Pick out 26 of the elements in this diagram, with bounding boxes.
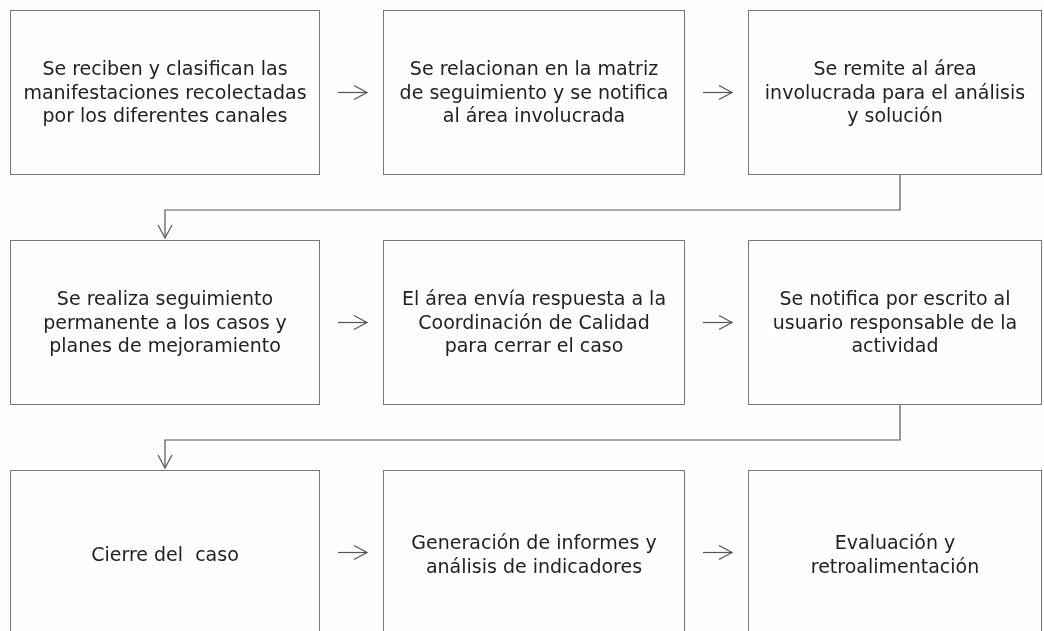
arrow <box>157 404 901 469</box>
step-text: Cierre del caso <box>91 543 239 567</box>
process-box <box>10 470 320 631</box>
step-text: Generación de informes y análisis de indicadores <box>410 531 658 579</box>
arrow <box>702 314 733 331</box>
process-box <box>10 240 320 405</box>
process-box <box>748 470 1042 631</box>
process-box <box>10 10 320 175</box>
arrow <box>337 314 368 331</box>
step-text: Se relacionan en la matriz de seguimiento y se notifica al área involucrada <box>398 56 670 129</box>
arrow <box>157 174 901 239</box>
step-text: Evaluación y retroalimentación <box>809 531 981 579</box>
step-text: Se remite al área involucrada para el análisis y solución <box>763 56 1027 129</box>
arrow <box>702 544 733 561</box>
step-text: Se reciben y clasifican las manifestaciones recolectadas por los diferentes canales <box>23 56 307 129</box>
step-text: Se notifica por escrito al usuario responsable de la actividad <box>771 286 1019 359</box>
process-box <box>748 10 1042 175</box>
step-text: Se realiza seguimiento permanente a los casos y planes de mejoramiento <box>42 286 288 359</box>
arrow <box>337 84 368 101</box>
arrow <box>337 544 368 561</box>
arrow <box>702 84 733 101</box>
step-text: El área envía respuesta a la Coordinación de Calidad para cerrar el caso <box>400 286 668 359</box>
process-box <box>383 240 685 405</box>
process-box <box>383 10 685 175</box>
process-box <box>383 470 685 631</box>
process-box <box>748 240 1042 405</box>
